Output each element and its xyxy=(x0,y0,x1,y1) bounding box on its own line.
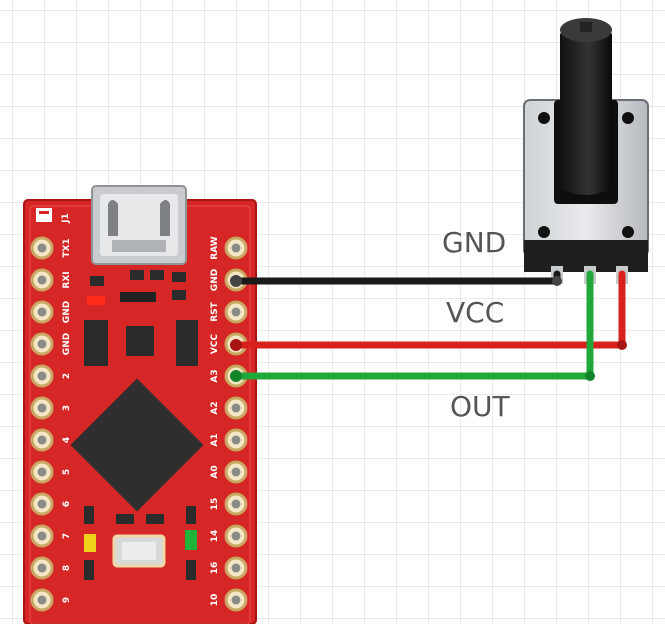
mcu-chip xyxy=(70,378,204,512)
right-pin-hole xyxy=(231,435,241,445)
left-pin-label: RXI xyxy=(62,271,72,288)
right-pin-label: 16 xyxy=(210,562,220,575)
wires xyxy=(230,270,627,382)
left-pin-label: 3 xyxy=(62,405,72,411)
left-pin-label: TX1 xyxy=(62,238,72,257)
chip-small xyxy=(126,326,154,356)
smd-left-2 xyxy=(84,560,94,580)
right-pin-label: 14 xyxy=(210,530,220,543)
left-pin-label: 2 xyxy=(62,373,72,379)
left-pin-hole xyxy=(37,435,47,445)
left-pin-hole xyxy=(37,339,47,349)
led-red xyxy=(87,296,105,305)
right-pin-hole xyxy=(231,403,241,413)
left-pin-label: 6 xyxy=(62,501,72,507)
left-pin-label: 9 xyxy=(62,597,72,603)
right-pin-hole xyxy=(231,243,241,253)
potentiometer xyxy=(523,18,649,284)
right-pin-label: VCC xyxy=(210,334,220,355)
left-pin-label: GND xyxy=(62,301,72,323)
right-pin-hole xyxy=(231,307,241,317)
left-pin-label: GND xyxy=(62,333,72,355)
pot-screw xyxy=(538,112,550,124)
right-pin-label: A2 xyxy=(210,401,220,414)
right-pin-hole xyxy=(231,595,241,605)
left-pin-hole xyxy=(37,595,47,605)
right-pin-hole xyxy=(231,563,241,573)
led-yellow xyxy=(84,534,96,552)
smd-left xyxy=(84,506,94,524)
label-gnd: GND xyxy=(442,226,506,259)
regulator xyxy=(84,320,108,366)
right-pin-label: RAW xyxy=(210,236,220,259)
left-pin-hole xyxy=(37,499,47,509)
j1-marker xyxy=(36,208,52,222)
right-pin-label: GND xyxy=(210,269,220,291)
left-pin-hole xyxy=(37,563,47,573)
smd-right xyxy=(186,506,196,524)
left-pin-hole xyxy=(37,403,47,413)
right-pin-label: A3 xyxy=(210,369,220,382)
right-pin-hole xyxy=(231,531,241,541)
left-pin-hole xyxy=(37,307,47,317)
smd-right-2 xyxy=(186,560,196,580)
right-pin-label: A0 xyxy=(210,465,220,478)
led-green xyxy=(185,530,197,550)
right-pin-hole xyxy=(231,467,241,477)
left-pin-hole xyxy=(37,531,47,541)
left-pin-hole xyxy=(37,275,47,285)
chip-ic-top xyxy=(120,292,156,302)
left-pin-label: 7 xyxy=(62,533,72,539)
right-pin-label: RST xyxy=(210,301,220,321)
pot-knob xyxy=(560,21,612,195)
right-pin-label: 10 xyxy=(210,594,220,607)
left-pin-hole xyxy=(37,243,47,253)
label-out: OUT xyxy=(450,390,511,423)
silk-j1: J1 xyxy=(61,213,71,224)
usb-connector xyxy=(91,185,187,265)
left-pin-hole xyxy=(37,467,47,477)
left-pin-hole xyxy=(37,371,47,381)
right-pin-label: A1 xyxy=(210,433,220,446)
left-pin-label: 8 xyxy=(62,565,72,571)
left-pin-label: 5 xyxy=(62,469,72,475)
right-pin-hole xyxy=(231,499,241,509)
left-pin-label: 4 xyxy=(62,437,72,443)
right-pin-label: 15 xyxy=(210,498,220,511)
label-vcc: VCC xyxy=(446,296,504,329)
regulator-2 xyxy=(176,320,198,366)
